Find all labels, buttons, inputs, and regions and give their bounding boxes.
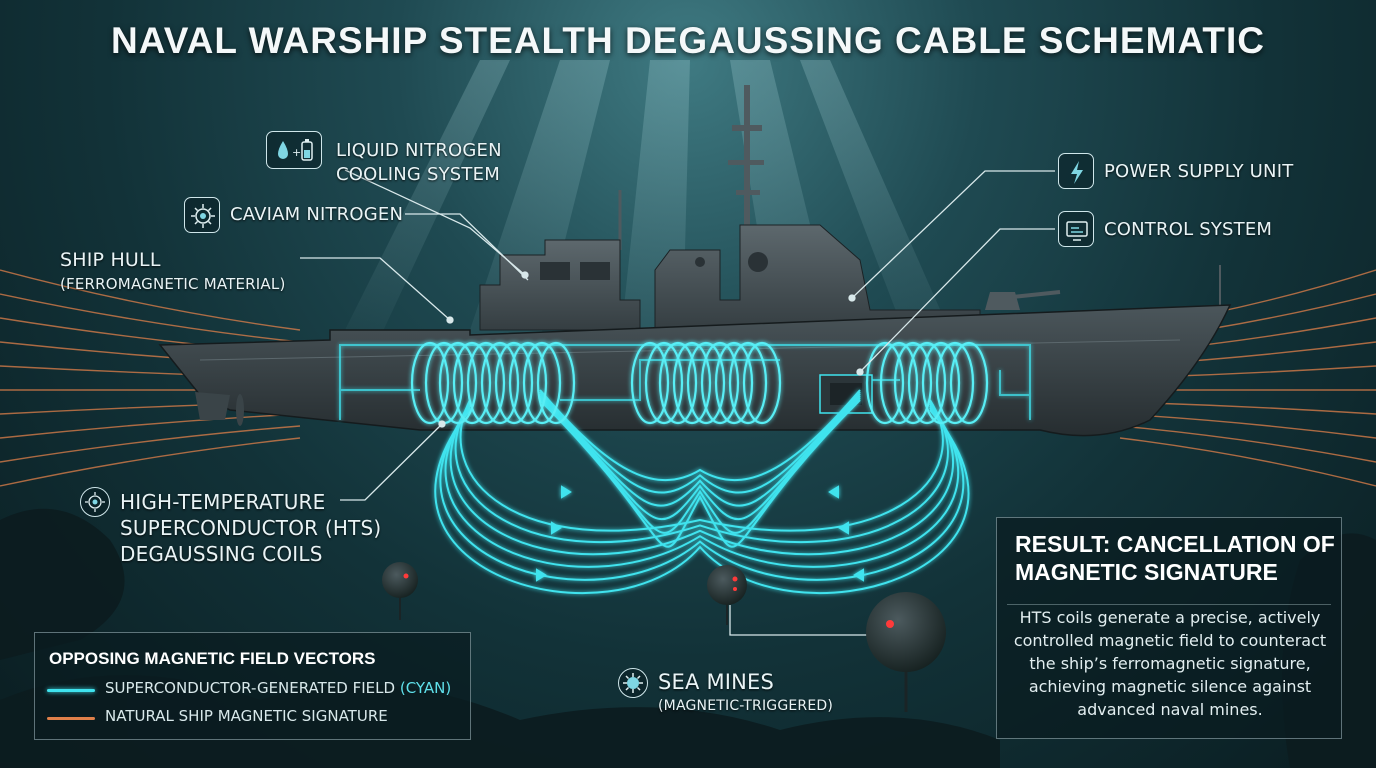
coil-winding <box>714 341 754 425</box>
coil-winding <box>630 341 670 425</box>
signature-line-left <box>0 437 301 487</box>
legend-item-signature: NATURAL SHIP MAGNETIC SIGNATURE <box>47 707 459 729</box>
coil-winding <box>494 341 534 425</box>
legend-swatch-cyan <box>47 689 95 692</box>
coil-winding <box>742 341 782 425</box>
coil-winding <box>907 341 947 425</box>
coil-winding <box>893 341 933 425</box>
legend-panel: OPPOSING MAGNETIC FIELD VECTORS SUPERCON… <box>34 632 471 740</box>
coil-winding <box>410 341 450 425</box>
liquid-nitrogen-label: LIQUID NITROGEN COOLING SYSTEM <box>336 140 502 185</box>
coil-winding <box>686 341 726 425</box>
svg-text:+: + <box>292 146 301 159</box>
coil-winding <box>644 341 684 425</box>
field-loop-inner <box>539 395 861 521</box>
signature-line-left <box>0 293 301 343</box>
coil-winding <box>466 341 506 425</box>
sea-mine <box>707 565 747 625</box>
coil-winding <box>438 341 478 425</box>
field-arrow <box>561 485 572 499</box>
legend-tag-cyan: (CYAN) <box>399 679 452 697</box>
hts-coils-label: HIGH-TEMPERATURE SUPERCONDUCTOR (HTS) DE… <box>120 490 382 566</box>
sea-mine <box>866 592 946 712</box>
coil-winding <box>536 341 576 425</box>
result-panel: RESULT: CANCELLATION OF MAGNETIC SIGNATU… <box>996 517 1342 739</box>
field-loop-inner <box>539 391 861 494</box>
coil-winding <box>480 341 520 425</box>
result-body: HTS coils generate a precise, actively c… <box>1013 608 1327 719</box>
signature-line-right <box>1119 425 1376 463</box>
field-loop <box>449 403 954 556</box>
coil-winding <box>935 341 975 425</box>
caviam-nitrogen-label: CAVIAM NITROGEN <box>230 204 404 225</box>
sea-mine <box>382 562 418 620</box>
field-loop-inner <box>539 389 861 481</box>
coil-winding <box>672 341 712 425</box>
gun-turret <box>985 292 1020 310</box>
field-arrow <box>838 521 849 535</box>
aft-superstructure <box>654 224 981 331</box>
result-title: RESULT: CANCELLATION OF MAGNETIC SIGNATU… <box>1015 531 1335 585</box>
coil-gear-icon <box>80 487 110 517</box>
mine-icon <box>618 668 648 698</box>
coil-winding <box>728 341 768 425</box>
field-loop-inner <box>539 397 861 534</box>
coil-winding <box>522 341 562 425</box>
monitor-icon <box>1058 211 1094 247</box>
gear-icon <box>184 197 220 233</box>
sea-mines-label: SEA MINES (MAGNETIC-TRIGGERED) <box>658 670 834 714</box>
coil-winding <box>949 341 989 425</box>
field-arrow <box>536 568 547 582</box>
coil-winding <box>508 341 548 425</box>
field-loop <box>444 405 959 568</box>
signature-line-right <box>1119 437 1376 487</box>
signature-line-left <box>0 425 301 463</box>
control-system-label: CONTROL SYSTEM <box>1104 219 1273 240</box>
sea-mines <box>382 562 946 712</box>
legend-label-signature: NATURAL SHIP MAGNETIC SIGNATURE <box>105 707 388 725</box>
coil-winding <box>865 341 905 425</box>
field-arrow <box>853 568 864 582</box>
legend-item-field: SUPERCONDUCTOR-GENERATED FIELD (CYAN) <box>47 679 459 701</box>
hts-degaussing-coils <box>410 341 989 425</box>
ship-hull-label: SHIP HULL (FERROMAGNETIC MATERIAL) <box>60 249 286 293</box>
field-loop <box>439 407 965 581</box>
signature-line-left <box>0 413 301 439</box>
droplet-battery-icon: + <box>266 131 322 169</box>
signature-line-right <box>1119 413 1376 439</box>
legend-label-field: SUPERCONDUCTOR-GENERATED FIELD <box>105 679 396 697</box>
field-loop <box>434 409 970 595</box>
field-loop <box>459 399 944 532</box>
leader-lines <box>300 169 1055 636</box>
signature-line-left <box>0 269 301 331</box>
field-loop-inner <box>539 399 861 548</box>
coil-winding <box>700 341 740 425</box>
mast <box>744 85 750 225</box>
legend-swatch-orange <box>47 717 95 720</box>
field-arrow <box>551 521 562 535</box>
page-title: NAVAL WARSHIP STEALTH DEGAUSSING CABLE S… <box>111 20 1265 61</box>
propeller <box>236 394 244 426</box>
legend-title: OPPOSING MAGNETIC FIELD VECTORS <box>49 649 376 668</box>
coil-winding <box>921 341 961 425</box>
coil-winding <box>658 341 698 425</box>
field-loop <box>454 401 949 544</box>
superconductor-field <box>434 389 970 595</box>
power-supply-label: POWER SUPPLY UNIT <box>1104 161 1294 182</box>
field-arrow <box>828 485 839 499</box>
coil-winding <box>879 341 919 425</box>
coil-winding <box>452 341 492 425</box>
lightning-icon <box>1058 153 1094 189</box>
field-loop-inner <box>539 393 861 507</box>
